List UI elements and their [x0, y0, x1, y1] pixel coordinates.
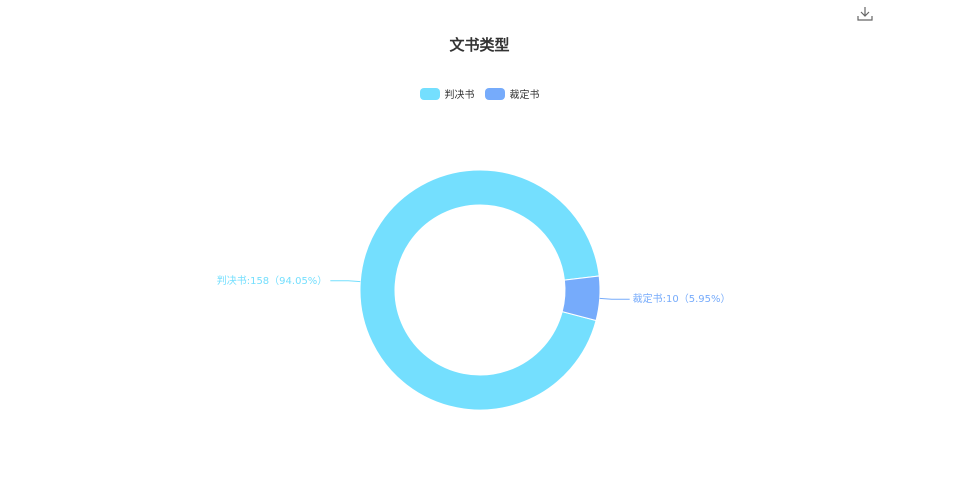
download-icon[interactable] [856, 5, 874, 23]
chart-legend: 判决书 裁定书 [0, 86, 959, 101]
legend-label-ruling: 裁定书 [509, 90, 540, 101]
pie-slice-0[interactable] [359, 169, 600, 411]
chart-title: 文书类型 [449, 36, 510, 54]
pie-slice-1[interactable] [561, 275, 601, 322]
data-label-1: 裁定书:10（5.95%） [633, 292, 731, 305]
legend-item-judgment[interactable]: 判决书 [419, 86, 475, 101]
legend-swatch-ruling [484, 87, 505, 100]
legend-item-ruling[interactable]: 裁定书 [484, 86, 540, 101]
data-label-0: 判决书:158（94.05%） [217, 275, 328, 287]
legend-swatch-judgment [419, 87, 440, 100]
legend-label-judgment: 判决书 [444, 90, 475, 101]
label-line-0 [330, 280, 361, 283]
label-line-1 [599, 297, 630, 300]
